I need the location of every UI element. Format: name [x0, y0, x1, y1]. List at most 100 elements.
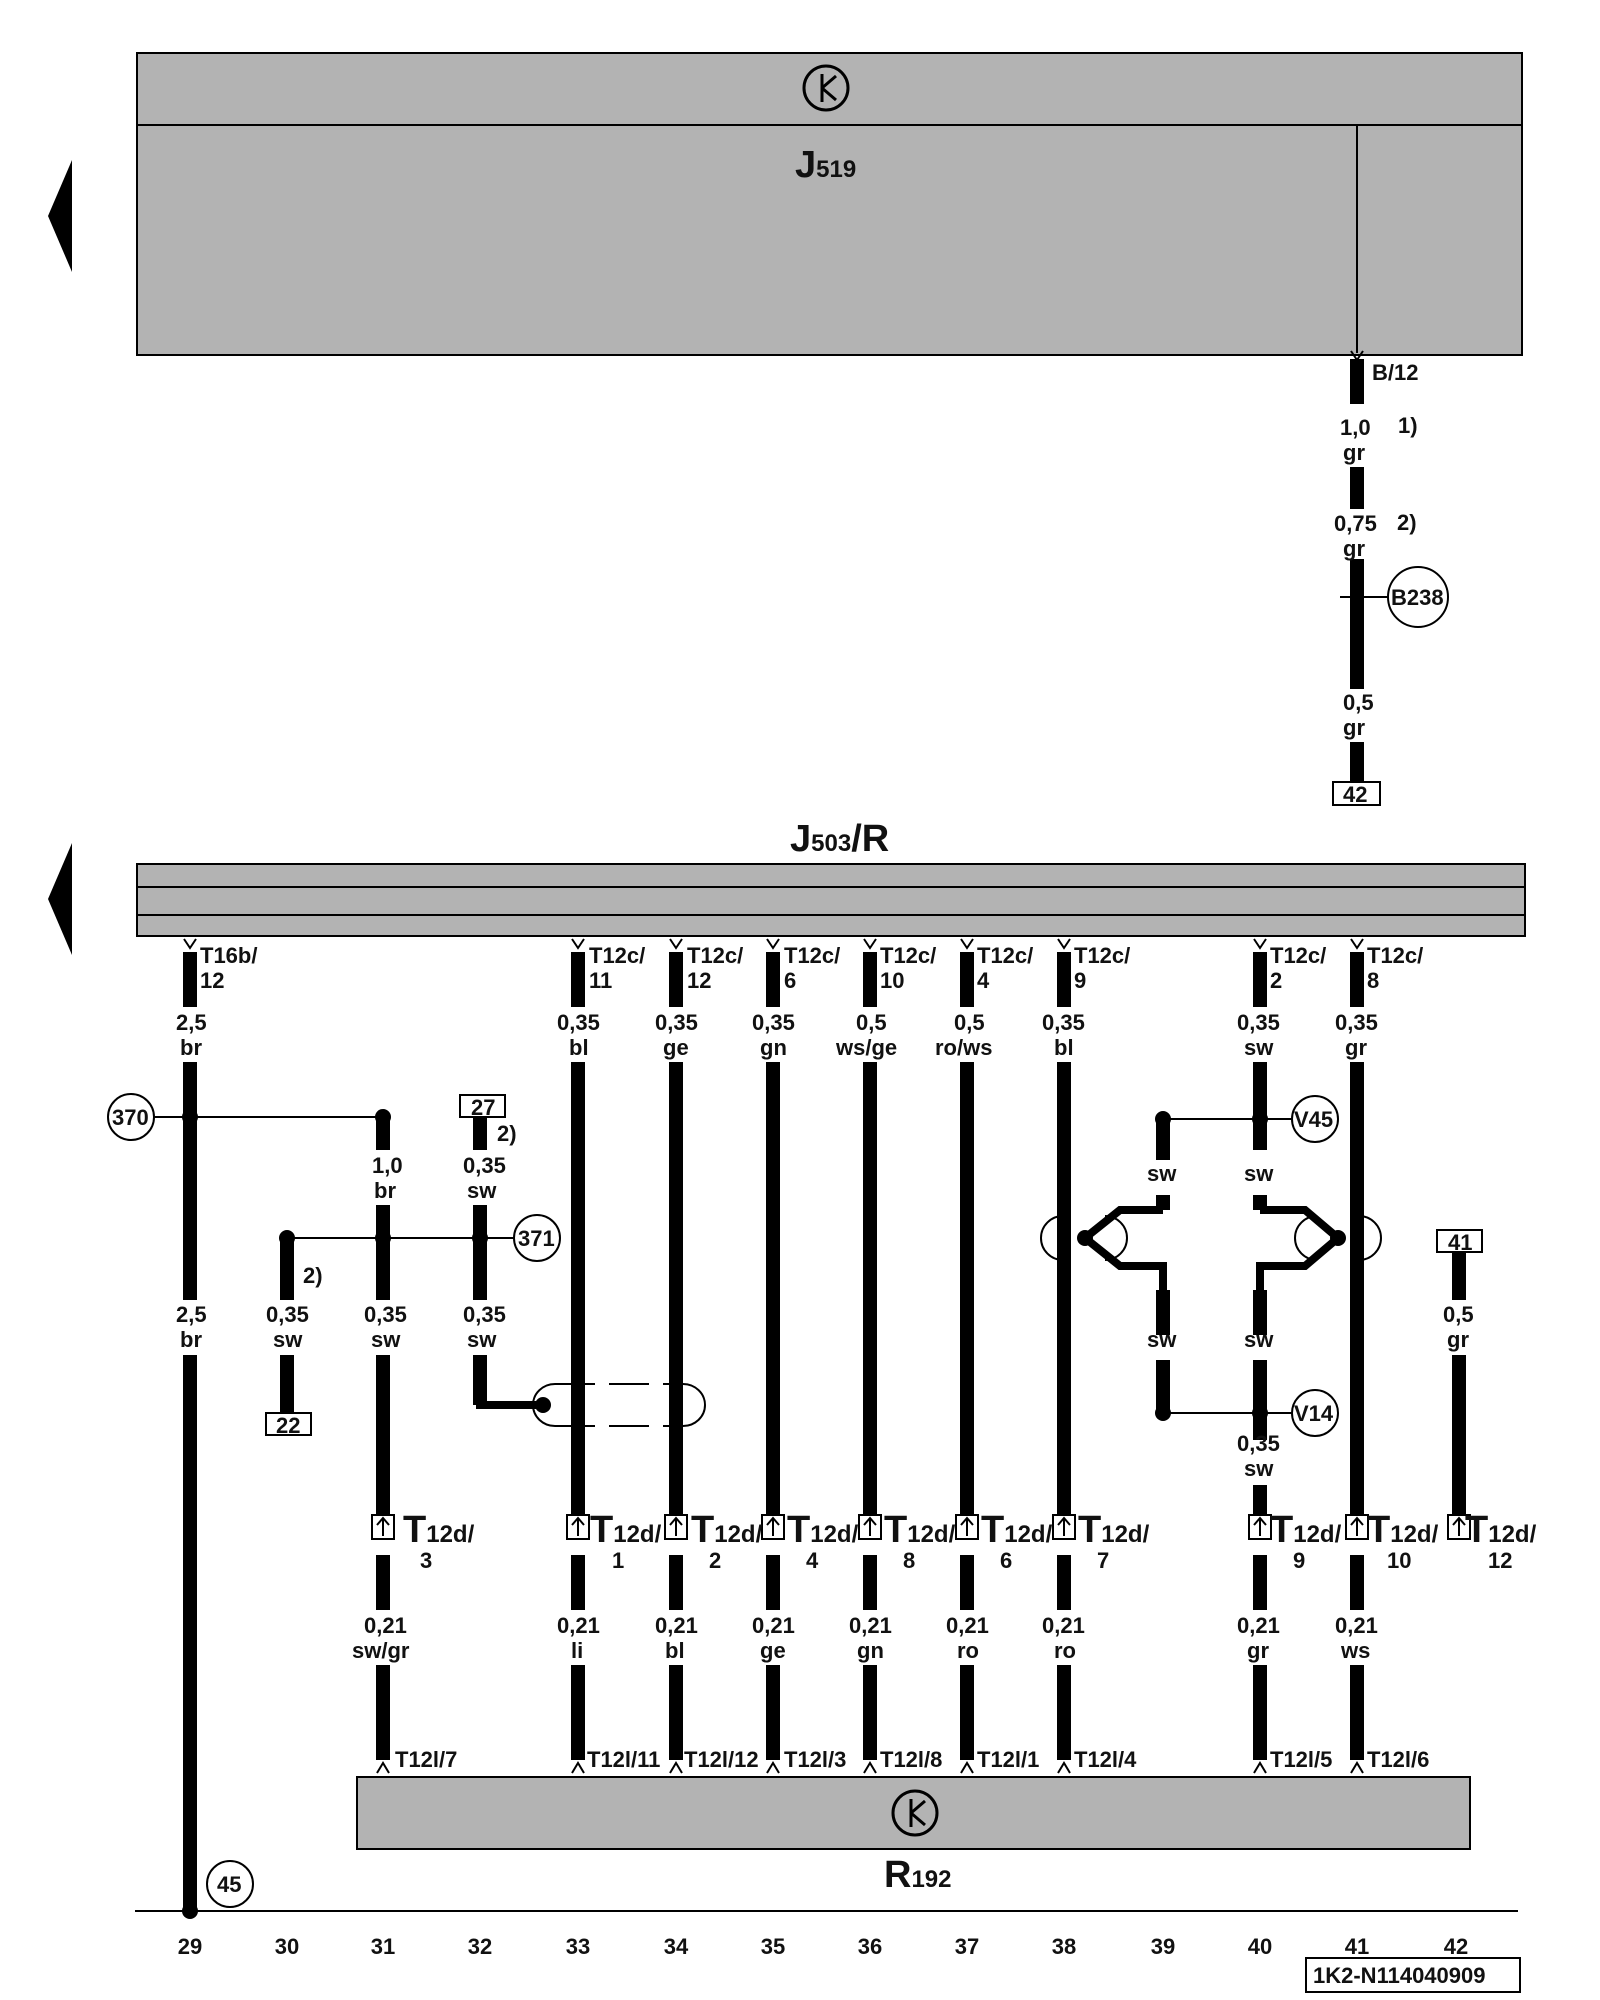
pin-label: 11: [589, 968, 612, 993]
pin-label: T12c/: [1270, 943, 1326, 968]
connector-label: T12d/: [1270, 1509, 1342, 1551]
shield-line: [1358, 1215, 1382, 1261]
wire-color: bl: [1054, 1035, 1074, 1060]
reference-box-27: [459, 1094, 506, 1118]
connector-arrow-icon: [1057, 1516, 1071, 1536]
svg-text:R192: R192: [884, 1854, 952, 1896]
splice-b238: [1387, 566, 1449, 628]
j503-name: J: [790, 818, 811, 860]
connector-pin: 2: [709, 1548, 721, 1573]
diagram-code-box: [1305, 1957, 1521, 1993]
wire-color: sw: [1244, 1035, 1274, 1060]
wire-size: 0,35: [1237, 1431, 1280, 1456]
page-arrow-left-icon[interactable]: [48, 160, 72, 272]
wire-segment: [280, 1238, 294, 1300]
wire-color: ws/ge: [835, 1035, 897, 1060]
wire-segment: [571, 952, 585, 1007]
wire-color: ro: [1054, 1638, 1076, 1663]
splice-370: [107, 1093, 155, 1141]
wire-size: 2,5: [176, 1010, 207, 1035]
wire-color: gn: [760, 1035, 787, 1060]
connector-pin: 1: [612, 1548, 624, 1573]
wire-segment: [1057, 1062, 1071, 1527]
wire-segment: [1253, 952, 1267, 1007]
wire-segment: [1350, 1555, 1364, 1610]
pin-label: 10: [880, 968, 904, 993]
wire-segment: [376, 1117, 390, 1150]
reference-42-label: 42: [1343, 782, 1367, 807]
reference-box-41: [1436, 1229, 1483, 1253]
wire-size: 0,75: [1334, 511, 1377, 536]
wire-color: gr: [1343, 440, 1365, 465]
connector-arrow-icon: [863, 1516, 877, 1536]
connector-label: T12d/: [1078, 1509, 1150, 1551]
column-number: 35: [761, 1934, 785, 1959]
wire-size: 0,35: [364, 1302, 407, 1327]
j503-suffix: /R: [851, 818, 889, 860]
pin-arrow-icon: [669, 1761, 683, 1774]
pin-arrow-icon: [1057, 1761, 1071, 1774]
connector-arrow-icon: [1452, 1516, 1466, 1536]
pin-arrow-icon: [863, 1761, 877, 1774]
column-number: 38: [1052, 1934, 1076, 1959]
note-2: 2): [1397, 510, 1417, 535]
wire-segment: [1156, 1119, 1170, 1160]
wire-segment: [669, 1665, 683, 1760]
column-number: 39: [1151, 1934, 1175, 1959]
wire-b12: B/12 1,0 1) gr 0,75 2) gr B238 0,5 gr 42: [1332, 350, 1449, 807]
shield-line: [1104, 1215, 1128, 1261]
wire-segment: [1350, 1062, 1364, 1527]
pin-label: T16b/: [200, 943, 257, 968]
twisted-pair: [1078, 1206, 1167, 1290]
wire-size: 0,35: [1042, 1010, 1085, 1035]
column-number: 36: [858, 1934, 882, 1959]
pin-label: T12l/5: [1270, 1747, 1332, 1772]
wire-size: 0,21: [849, 1613, 892, 1638]
pin-arrow-icon: [960, 1761, 974, 1774]
pin-label: T12l/11: [587, 1747, 660, 1772]
wire-group: [154, 938, 1471, 1919]
reference-27-label: 27: [471, 1095, 495, 1120]
splice-45-label: 45: [217, 1872, 241, 1897]
wire-segment: [376, 1555, 390, 1610]
connector-arrow-icon: [766, 1516, 780, 1536]
reference-box-22: [265, 1412, 312, 1436]
pin-label: T12l/12: [684, 1747, 759, 1772]
wire-segment: [960, 1665, 974, 1760]
connector-label: T12d/: [403, 1509, 475, 1551]
connector-pin: 12: [1488, 1548, 1512, 1573]
column-number: 37: [955, 1934, 979, 1959]
wire-color: sw: [467, 1178, 497, 1203]
pin-label: 12: [200, 968, 224, 993]
wire-size: 0,35: [463, 1302, 506, 1327]
wire-segment: [1156, 1360, 1170, 1413]
connector-arrow-icon: [669, 1516, 683, 1536]
wire-color: sw: [371, 1327, 401, 1352]
note-2: 2): [497, 1121, 517, 1146]
connector-label: T12d/: [884, 1509, 956, 1551]
page-arrow-left-icon[interactable]: [48, 843, 72, 955]
connector-arrow-icon: [376, 1516, 390, 1536]
wire-segment: [183, 1062, 197, 1300]
junction-dot: [182, 1109, 198, 1125]
shield-line: [1294, 1215, 1318, 1261]
connector-arrow-icon: [960, 1516, 974, 1536]
reference-boxes: 27 22 41: [265, 1094, 1483, 1438]
wire-size: 0,21: [1335, 1613, 1378, 1638]
wire-color: gr: [1343, 536, 1365, 561]
wire-segment: [571, 1062, 585, 1527]
column-number: 31: [371, 1934, 395, 1959]
wire-color: ge: [760, 1638, 786, 1663]
pin-arrow-icon: [376, 1761, 390, 1774]
wire-segment: [376, 1665, 390, 1760]
wire-color: gr: [1247, 1638, 1269, 1663]
wire-color: ge: [663, 1035, 689, 1060]
wire-size: 1,0: [372, 1153, 403, 1178]
column-number: 34: [664, 1934, 689, 1959]
wire-segment: [1156, 1290, 1170, 1335]
connector-pin: 6: [1000, 1548, 1012, 1573]
wire-segment: [1253, 1665, 1267, 1760]
wire-color: sw: [1147, 1161, 1177, 1186]
reference-box-42: [1332, 781, 1381, 806]
